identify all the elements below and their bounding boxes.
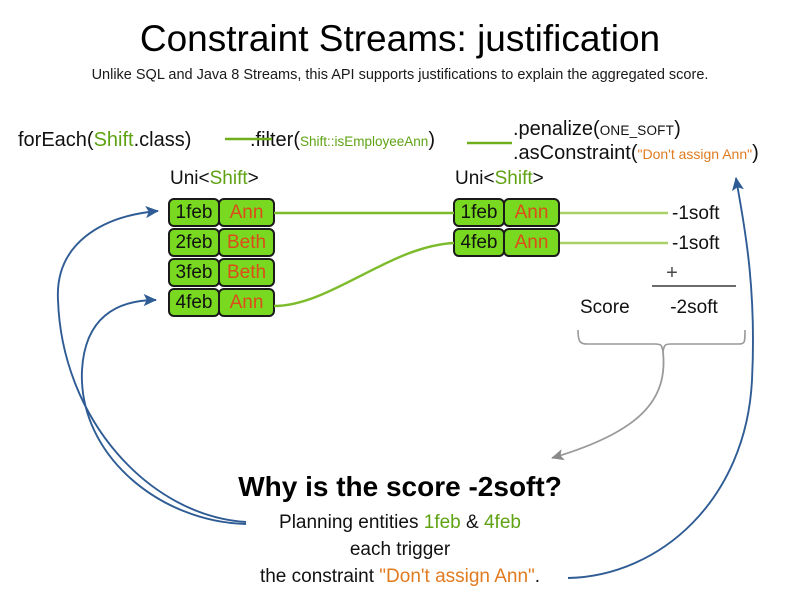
score-label: Score: [580, 297, 630, 318]
shift-employee: Ann: [503, 228, 560, 257]
shift-row[interactable]: 1feb Ann: [168, 198, 275, 227]
explanation-line-3: the constraint "Don't assign Ann".: [0, 565, 800, 588]
shift-stack-left: 1feb Ann 2feb Beth 3feb Beth 4feb Ann: [168, 198, 275, 318]
shift-stack-right: 1feb Ann 4feb Ann: [453, 198, 560, 258]
shift-employee: Beth: [218, 258, 275, 287]
uni-left-type: Shift: [209, 168, 248, 189]
uni-left-suffix: >: [247, 168, 259, 189]
explanation-entity-a: 1feb: [423, 512, 461, 533]
shift-date: 3feb: [168, 258, 220, 287]
shift-employee: Ann: [218, 198, 275, 227]
code-penalize: .penalize(ONE_SOFT): [513, 117, 681, 143]
sum-rule-line: [652, 285, 736, 287]
shift-row[interactable]: 2feb Beth: [168, 228, 275, 257]
shift-date: 1feb: [453, 198, 505, 227]
explanation-line1-amp: &: [460, 512, 484, 533]
code-as-constraint: .asConstraint("Don't assign Ann"): [513, 141, 759, 166]
shift-date: 2feb: [168, 228, 220, 257]
shift-row[interactable]: 4feb Ann: [168, 288, 275, 317]
shift-row[interactable]: 3feb Beth: [168, 258, 275, 287]
code-as-constraint-call: .asConstraint(: [513, 142, 638, 164]
uni-right-prefix: Uni<: [455, 168, 495, 189]
code-filter: .filter(Shift::isEmployeeAnn): [250, 128, 435, 154]
penalty-value-1: -1soft: [672, 203, 720, 224]
code-filter-tail: ): [428, 129, 435, 151]
shift-employee: Ann: [503, 198, 560, 227]
code-penalize-arg: ONE_SOFT: [599, 123, 675, 138]
code-foreach-tail: .class): [133, 129, 192, 151]
explanation-line-1: Planning entities 1feb & 4feb: [0, 511, 800, 534]
code-foreach-call: forEach(: [18, 129, 94, 151]
page-subtitle: Unlike SQL and Java 8 Streams, this API …: [91, 67, 709, 83]
code-penalize-tail: ): [674, 118, 681, 140]
score-total: -2soft: [670, 297, 718, 318]
score-explanation-arrow: [551, 351, 665, 461]
code-filter-call: .filter(: [250, 129, 300, 151]
explanation-line1-prefix: Planning entities: [279, 512, 424, 533]
uni-left-prefix: Uni<: [170, 168, 210, 189]
stream-link-4feb: [273, 241, 455, 308]
uni-right-suffix: >: [532, 168, 544, 189]
uni-label-left: Uni<Shift>: [170, 168, 259, 190]
shift-date: 4feb: [168, 288, 220, 317]
page-title: Constraint Streams: justification: [139, 18, 661, 59]
code-filter-arg: Shift::isEmployeeAnn: [300, 134, 429, 149]
code-foreach: forEach(Shift.class): [18, 128, 191, 152]
code-as-constraint-tail: ): [752, 142, 759, 164]
uni-right-type: Shift: [494, 168, 533, 189]
explanation-entity-b: 4feb: [483, 512, 521, 533]
explanation-line3-prefix: the constraint: [259, 566, 380, 587]
score-brace: [577, 329, 746, 353]
shift-row[interactable]: 4feb Ann: [453, 228, 560, 257]
uni-label-right: Uni<Shift>: [455, 168, 544, 190]
explanation-line3-suffix: .: [534, 566, 541, 587]
shift-date: 1feb: [168, 198, 220, 227]
shift-row[interactable]: 1feb Ann: [453, 198, 560, 227]
explanation-line-2: each trigger: [349, 539, 451, 560]
why-heading: Why is the score -2soft?: [238, 471, 562, 502]
explanation-constraint-name: "Don't assign Ann": [379, 566, 535, 587]
sum-operator: +: [666, 262, 678, 284]
code-foreach-type: Shift: [93, 129, 134, 151]
shift-employee: Ann: [218, 288, 275, 317]
code-penalize-call: .penalize(: [513, 118, 600, 140]
penalty-value-2: -1soft: [672, 233, 720, 254]
shift-employee: Beth: [218, 228, 275, 257]
shift-date: 4feb: [453, 228, 505, 257]
code-as-constraint-arg: "Don't assign Ann": [637, 146, 753, 162]
